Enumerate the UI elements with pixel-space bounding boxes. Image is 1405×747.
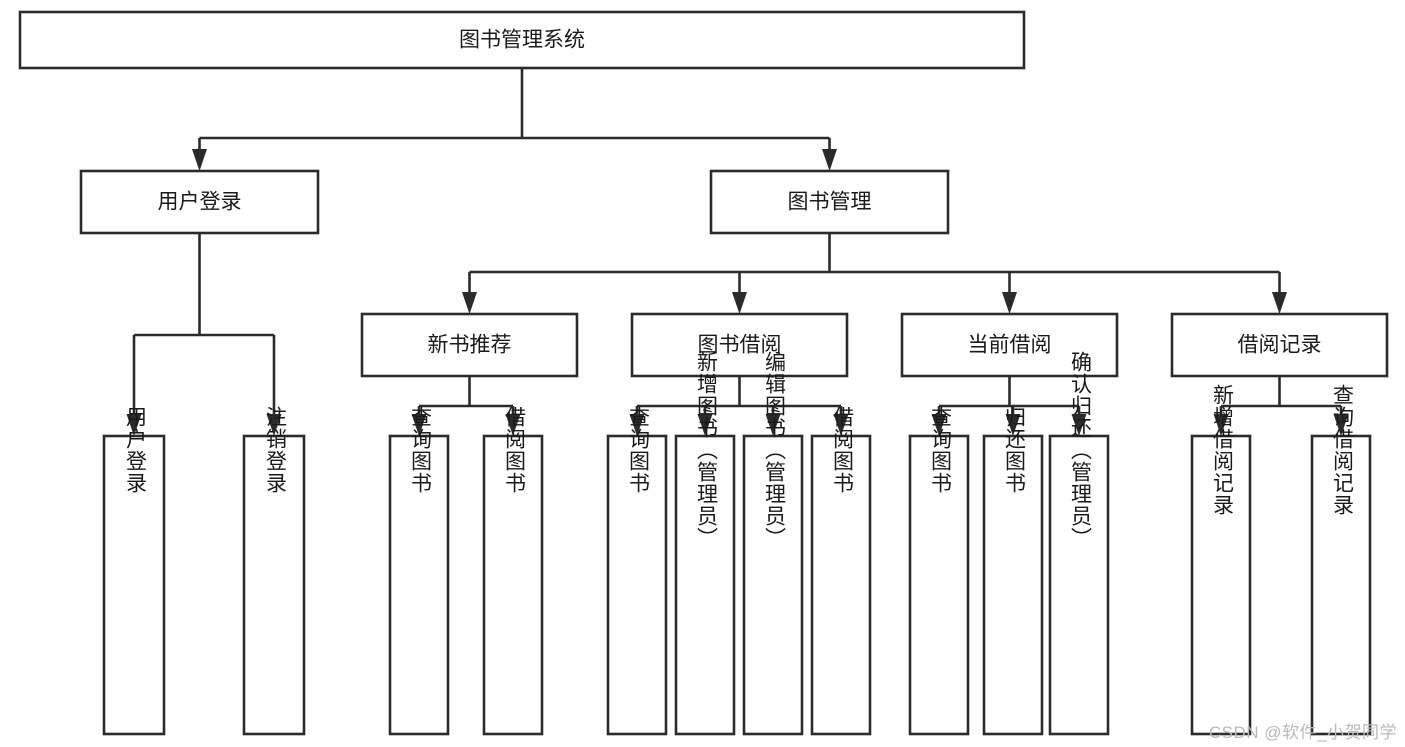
node-leaf-recommend-query[interactable]: 查询图书 xyxy=(388,406,450,736)
node-label-leaf-record-add: 新增借阅记录 xyxy=(1210,384,1234,516)
connector-group-borrow-record xyxy=(1213,376,1349,436)
node-label-borrow-record: 借阅记录 xyxy=(1238,334,1322,357)
node-label-leaf-current-return: 归还图书 xyxy=(1002,406,1026,494)
node-borrow-record[interactable]: 借阅记录 xyxy=(1170,312,1389,378)
node-user-login[interactable]: 用户登录 xyxy=(79,169,320,235)
node-leaf-record-add[interactable]: 新增借阅记录 xyxy=(1190,384,1252,736)
node-label-leaf-borrow-query: 查询图书 xyxy=(626,406,650,494)
node-layer: 图书管理系统用户登录图书管理新书推荐图书借阅当前借阅借阅记录用户登录注销登录查询… xyxy=(18,10,1389,736)
node-new-book-recommend[interactable]: 新书推荐 xyxy=(360,312,579,378)
node-label-new-book-recommend: 新书推荐 xyxy=(428,334,512,357)
node-label-root: 图书管理系统 xyxy=(459,29,585,52)
node-label-current-borrow: 当前借阅 xyxy=(968,334,1052,357)
node-label-leaf-borrow-do: 借阅图书 xyxy=(830,406,854,494)
node-leaf-recommend-borrow[interactable]: 借阅图书 xyxy=(482,406,544,736)
csdn-watermark: CSDN @软件_小贺同学 xyxy=(1208,723,1397,742)
node-leaf-user-login[interactable]: 用户登录 xyxy=(102,406,166,736)
node-leaf-borrow-do[interactable]: 借阅图书 xyxy=(810,406,872,736)
node-label-user-login: 用户登录 xyxy=(158,191,242,214)
node-label-leaf-recommend-borrow: 借阅图书 xyxy=(502,406,526,494)
node-root[interactable]: 图书管理系统 xyxy=(18,10,1026,70)
node-leaf-record-query[interactable]: 查询借阅记录 xyxy=(1310,384,1372,736)
node-label-leaf-user-logout: 注销登录 xyxy=(263,406,287,494)
connector-group-new-book-recommend xyxy=(411,376,521,436)
node-leaf-user-logout[interactable]: 注销登录 xyxy=(242,406,306,736)
node-leaf-borrow-query[interactable]: 查询图书 xyxy=(606,406,668,736)
node-book-manage[interactable]: 图书管理 xyxy=(709,169,950,235)
connector-group-book-borrow xyxy=(629,376,849,436)
connector-group-root xyxy=(192,68,837,171)
node-leaf-current-return[interactable]: 归还图书 xyxy=(982,406,1044,736)
node-leaf-current-confirm[interactable]: 确认归还（管理员） xyxy=(1048,351,1110,736)
node-book-borrow[interactable]: 图书借阅 xyxy=(630,312,849,378)
connector-layer xyxy=(126,68,1349,436)
node-current-borrow[interactable]: 当前借阅 xyxy=(900,312,1119,378)
node-label-leaf-borrow-add: 新增图书（管理员） xyxy=(694,351,718,549)
connector-group-current-borrow xyxy=(931,376,1087,436)
node-leaf-borrow-add[interactable]: 新增图书（管理员） xyxy=(674,351,736,736)
node-leaf-current-query[interactable]: 查询图书 xyxy=(908,406,970,736)
node-label-leaf-current-query: 查询图书 xyxy=(928,406,952,494)
node-leaf-borrow-edit[interactable]: 编辑图书（管理员） xyxy=(742,351,804,736)
node-label-leaf-record-query: 查询借阅记录 xyxy=(1330,384,1354,516)
node-label-leaf-borrow-edit: 编辑图书（管理员） xyxy=(762,351,786,549)
connector-group-book-manage xyxy=(462,233,1287,314)
node-label-leaf-current-confirm: 确认归还（管理员） xyxy=(1068,351,1092,549)
connector-group-user-login xyxy=(126,233,282,436)
node-label-book-borrow: 图书借阅 xyxy=(698,334,782,357)
node-label-book-manage: 图书管理 xyxy=(788,191,872,214)
node-label-leaf-recommend-query: 查询图书 xyxy=(408,406,432,494)
node-label-leaf-user-login: 用户登录 xyxy=(123,406,147,494)
